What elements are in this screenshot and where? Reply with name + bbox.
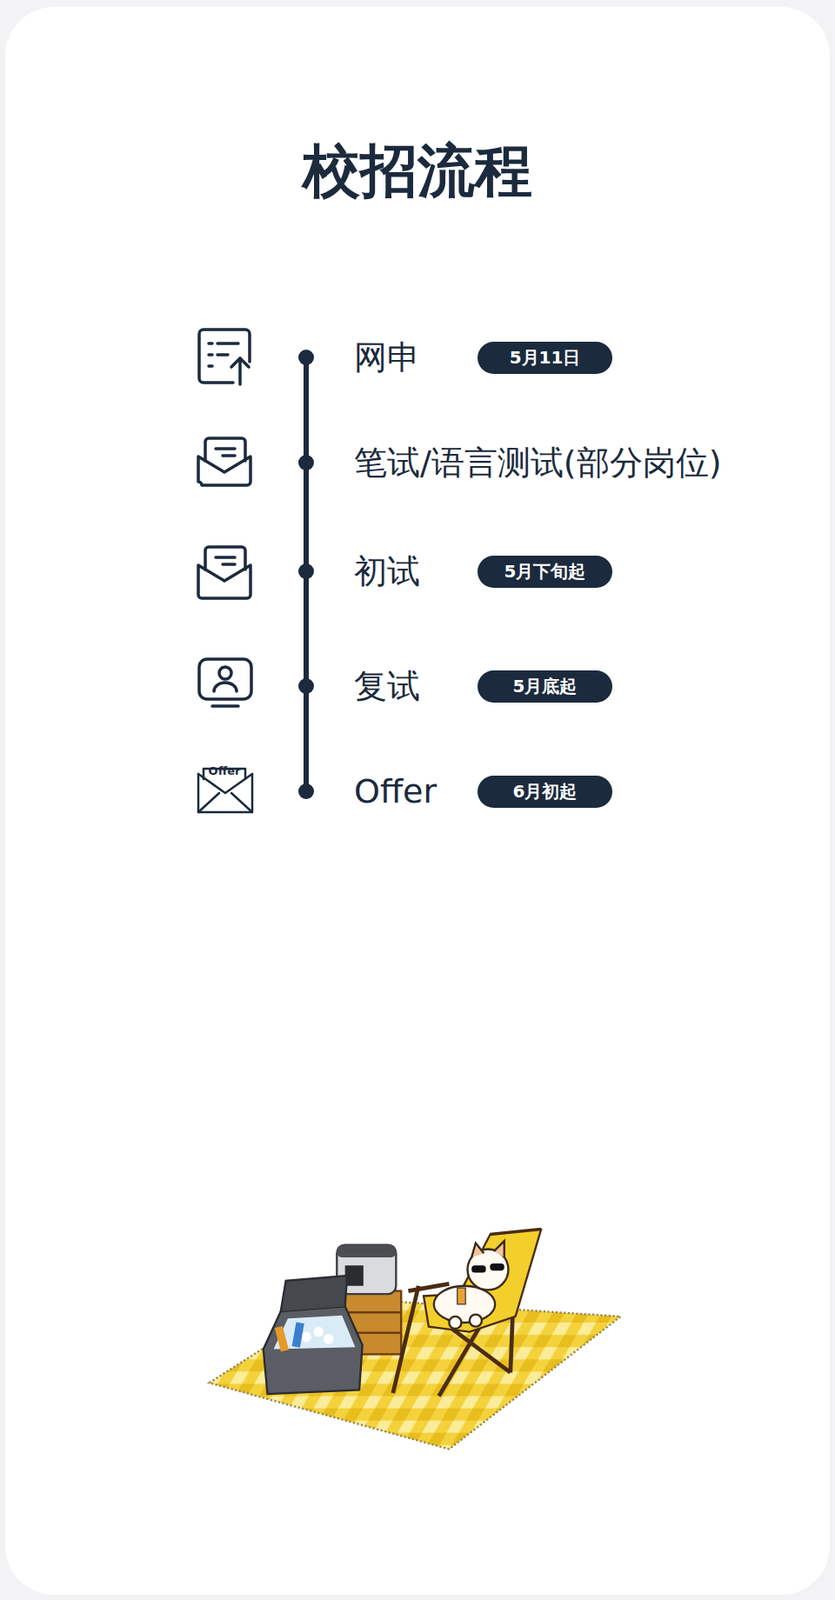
date-pill: 5月底起 [477, 670, 613, 703]
icon-label: Offer [208, 764, 241, 778]
envelope-icon [198, 547, 251, 599]
date-pill: 5月下旬起 [477, 555, 613, 588]
step-name: Offer [354, 772, 437, 811]
date-pill: 5月11日 [477, 341, 613, 375]
upload-icon [199, 329, 250, 385]
timeline-step: 初试 5月下旬起 [354, 549, 613, 595]
date-pill: 6月初起 [477, 775, 613, 809]
timeline-step: 笔试/语言测试(部分岗位) [354, 440, 722, 486]
page-title: 校招流程 [0, 132, 835, 211]
step-name: 复试 [354, 664, 421, 709]
step-name: 网申 [354, 335, 421, 381]
step-name: 笔试/语言测试(部分岗位) [354, 440, 722, 486]
video-interview-icon [199, 659, 252, 707]
timeline-step: Offer 6月初起 [354, 772, 613, 811]
timeline-step: 复试 5月底起 [354, 664, 613, 709]
timeline [298, 349, 314, 800]
envelope-icon [198, 438, 251, 486]
step-name: 初试 [354, 549, 421, 595]
timeline-step: 网申 5月11日 [354, 335, 613, 381]
picnic-illustration [209, 1229, 622, 1450]
